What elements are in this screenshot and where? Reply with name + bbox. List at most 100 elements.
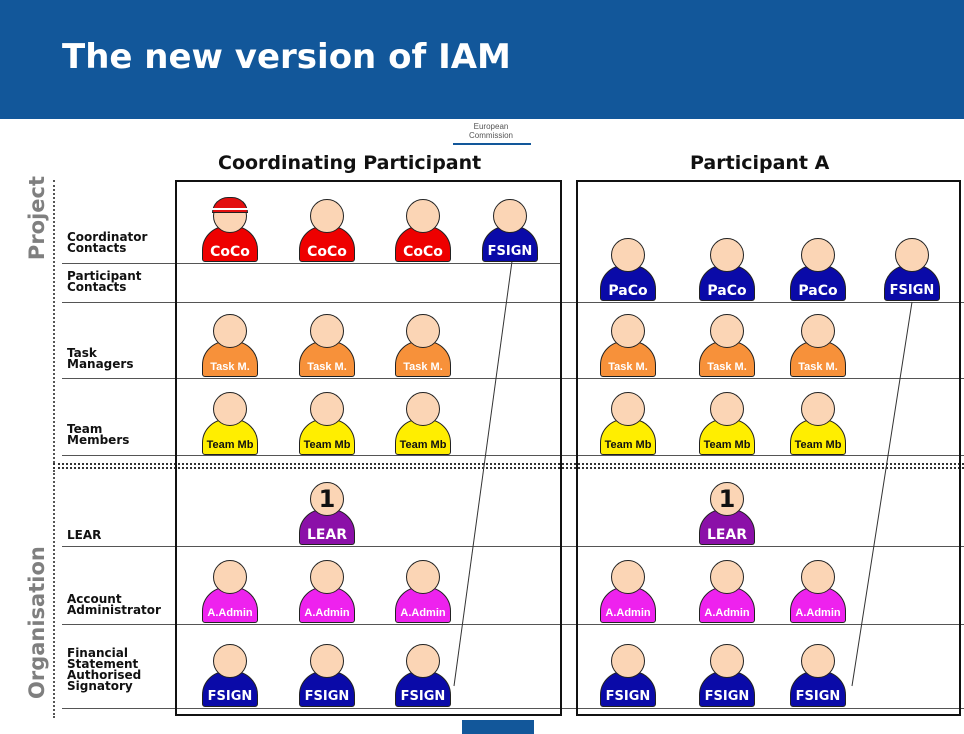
role-label: CoCo [210, 244, 250, 260]
european-commission-logo: European Commission [448, 122, 534, 140]
role-label: PaCo [798, 283, 838, 299]
role-label: FSIGN [304, 689, 350, 704]
person-head-icon [895, 238, 929, 272]
person-head-icon [310, 199, 344, 233]
person-fsign: FSIGN [392, 644, 454, 708]
role-label: LEAR [306, 527, 348, 543]
role-label: Task M. [307, 361, 347, 373]
row-label-team-members: Team Members [67, 423, 130, 447]
column-header-coordinating-participant: Coordinating Participant [218, 152, 482, 174]
person-coco: CoCo [392, 199, 454, 263]
person-body: Team Mb [299, 419, 355, 455]
role-label: PaCo [608, 283, 648, 299]
person-taskm: Task M. [392, 314, 454, 378]
person-body: Task M. [790, 341, 846, 377]
person-taskm: Task M. [787, 314, 849, 378]
row-line-fsign [62, 708, 964, 709]
role-label: Team Mb [303, 439, 351, 451]
person-teammb: Team Mb [696, 392, 758, 456]
role-label: FSIGN [207, 689, 253, 704]
row-label-line: Task [67, 346, 97, 360]
person-head-icon [213, 314, 247, 348]
person-teammb: Team Mb [597, 392, 659, 456]
red-cap-icon [212, 197, 248, 213]
row-label-participant-contacts: Participant Contacts [67, 269, 142, 294]
role-label: FSIGN [400, 689, 446, 704]
row-label-line: Signatory [67, 679, 133, 693]
person-teammb: Team Mb [296, 392, 358, 456]
role-label: Team Mb [604, 439, 652, 451]
lear-count-badge: 1 [318, 485, 336, 513]
person-head-icon [801, 644, 835, 678]
person-aadmin: A.Admin [199, 560, 261, 624]
person-coco: CoCo [296, 199, 358, 263]
person-head-icon [213, 392, 247, 426]
person-head-icon [710, 644, 744, 678]
row-label-lear: LEAR [67, 528, 102, 542]
person-head-icon [611, 644, 645, 678]
person-fsign: FSIGN [479, 199, 541, 263]
person-head-icon [213, 644, 247, 678]
row-label-line: Contacts [67, 280, 127, 294]
person-head-icon [406, 560, 440, 594]
person-fsign: FSIGN [199, 644, 261, 708]
person-head-icon [310, 392, 344, 426]
row-line-coordinator [62, 263, 562, 264]
row-label-line: Account [67, 592, 122, 606]
title-bar: The new version of IAM [0, 0, 964, 119]
organisation-group-divider [53, 470, 55, 718]
person-coco: CoCo [199, 197, 261, 263]
person-taskm: Task M. [199, 314, 261, 378]
person-taskm: Task M. [296, 314, 358, 378]
row-label-line: LEAR [67, 528, 102, 542]
logo-text-line-1: European [473, 122, 509, 131]
person-body: CoCo [202, 226, 258, 262]
role-label: Task M. [210, 361, 250, 373]
person-taskm: Task M. [696, 314, 758, 378]
logo-underline [453, 143, 531, 145]
person-head-icon [310, 482, 344, 516]
person-head-icon [310, 644, 344, 678]
person-head-icon [801, 238, 835, 272]
person-head-icon [310, 560, 344, 594]
row-label-line: Members [67, 433, 130, 447]
person-paco: PaCo [787, 238, 849, 302]
role-label: A.Admin [605, 607, 651, 619]
row-label-line: Financial [67, 646, 128, 660]
person-head-icon [801, 560, 835, 594]
group-label-organisation: Organisation [25, 546, 49, 699]
person-head-icon [611, 314, 645, 348]
row-label-line: Coordinator [67, 230, 148, 244]
role-label: FSIGN [795, 689, 841, 704]
row-label-line: Statement [67, 657, 139, 671]
group-label-project: Project [25, 175, 49, 261]
person-head-icon [406, 314, 440, 348]
person-paco: PaCo [696, 238, 758, 302]
coordinating-participant-box [175, 180, 562, 716]
role-label: FSIGN [704, 689, 750, 704]
person-head-icon [801, 392, 835, 426]
role-label: Team Mb [794, 439, 842, 451]
person-teammb: Team Mb [392, 392, 454, 456]
person-head-icon [406, 199, 440, 233]
role-label: A.Admin [207, 607, 253, 619]
logo-text-line-2: Commission [468, 131, 513, 140]
person-fsign: FSIGN [296, 644, 358, 708]
row-label-line: Participant [67, 269, 142, 283]
role-label: A.Admin [704, 607, 750, 619]
person-head-icon [611, 560, 645, 594]
row-label-task-managers: Task Managers [67, 346, 134, 371]
person-head-icon [611, 392, 645, 426]
row-label-line: Administrator [67, 603, 161, 617]
row-label-line: Authorised [67, 668, 142, 682]
person-aadmin: A.Admin [296, 560, 358, 624]
person-paco: PaCo [597, 238, 659, 302]
person-fsign: FSIGN [787, 644, 849, 708]
role-label: FSIGN [889, 283, 935, 298]
row-label-line: Managers [67, 357, 134, 371]
role-label: A.Admin [304, 607, 350, 619]
row-label-financial-signatory: Financial Statement Authorised Signatory [67, 646, 142, 693]
person-head-icon [406, 644, 440, 678]
role-label: A.Admin [795, 607, 841, 619]
